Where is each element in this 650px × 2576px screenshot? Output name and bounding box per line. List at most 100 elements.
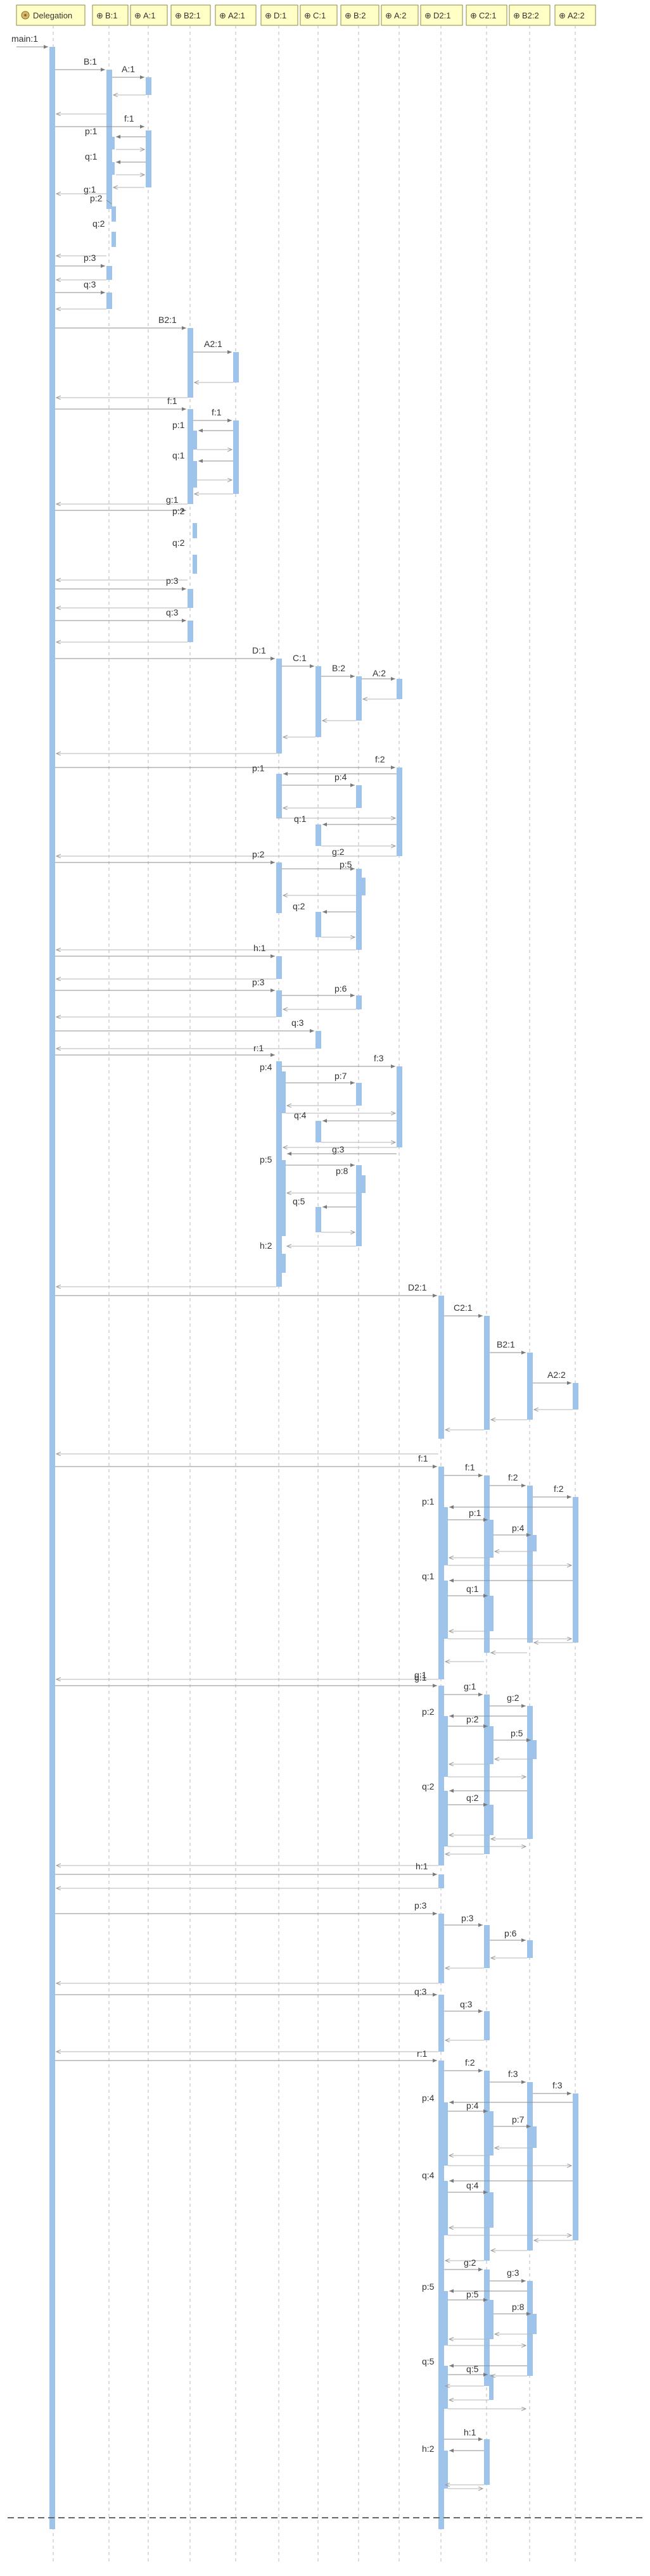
activation-bar (356, 785, 362, 808)
message-label: g:1 (166, 495, 179, 505)
message-label: p:4 (260, 1062, 272, 1072)
message-label: C2:1 (454, 1303, 473, 1313)
activation-bar (110, 137, 115, 149)
message-label: f:3 (552, 2080, 563, 2090)
activation-bar (443, 1716, 448, 1777)
participant-label: A:1 (143, 11, 156, 20)
message-label: r:1 (417, 2049, 428, 2059)
activation-bar (112, 232, 116, 247)
message-label: p:3 (252, 977, 265, 987)
message-label: g:2 (464, 2257, 476, 2268)
participant-header: ⊕ D:1 (260, 4, 298, 26)
activation-bar (489, 2111, 494, 2156)
activation-bar (532, 2314, 537, 2334)
message-label: A2:1 (204, 339, 222, 349)
activation-bar (110, 162, 115, 175)
message-label: A:2 (373, 668, 386, 678)
activation-bar (489, 2192, 494, 2228)
message-label: p:5 (511, 1728, 523, 1738)
message-label: C:1 (293, 653, 307, 663)
activation-bar (484, 2011, 490, 2040)
message-label: f:3 (508, 2069, 518, 2079)
message-label: f:1 (167, 396, 177, 406)
activation-bar (443, 2451, 448, 2489)
message-label: p:4 (466, 2100, 479, 2111)
activation-bar (438, 2061, 444, 2529)
message-label: p:1 (252, 763, 265, 773)
component-icon: ⊕ (513, 11, 520, 20)
message-label: q:2 (92, 218, 105, 229)
activation-bar (276, 1061, 282, 1287)
participant-header: Delegation (16, 4, 86, 26)
message-label: g:1 (464, 1681, 476, 1691)
message-label: p:2 (252, 849, 265, 859)
activation-bar (443, 2181, 448, 2235)
message-label: q:5 (422, 2356, 435, 2366)
message-label: q:3 (166, 607, 179, 617)
message-label: g:2 (332, 847, 345, 857)
message-label: p:8 (512, 2302, 525, 2312)
activation-bar (112, 206, 116, 222)
activation-bar (361, 878, 366, 895)
message-label: q:1 (294, 814, 307, 824)
activation-bar (527, 1486, 533, 1643)
activation-bar (397, 679, 402, 699)
participant-header: ⊕ C2:1 (466, 4, 507, 26)
message-label: r:1 (253, 1043, 264, 1053)
participant-header: ⊕ A:2 (381, 4, 419, 26)
activation-bar (315, 1207, 321, 1232)
message-label: D2:1 (408, 1282, 427, 1292)
message-label: f:1 (212, 407, 222, 417)
message-label: B:2 (332, 663, 345, 673)
message-label: h:1 (464, 2427, 476, 2437)
activation-bar (233, 352, 239, 382)
participant-header: ⊕ A2:1 (215, 4, 257, 26)
participant-label: A2:2 (568, 11, 585, 20)
activation-bar (315, 912, 321, 937)
message-label: q:1 (422, 1571, 435, 1581)
message-arrow (106, 199, 112, 205)
activation-bar (438, 1995, 444, 2052)
message-label: q:4 (422, 2170, 435, 2180)
activation-bar (281, 1160, 286, 1236)
participant-label: B:1 (105, 11, 118, 20)
entry-label: main:1 (11, 34, 38, 44)
activation-bar (361, 1175, 366, 1193)
activation-bar (484, 2270, 490, 2386)
message-label: q:3 (84, 279, 96, 289)
message-label: q:3 (291, 1018, 304, 1028)
message-label: p:3 (84, 253, 96, 263)
component-icon: ⊕ (134, 11, 141, 20)
component-icon: ⊕ (559, 11, 566, 20)
message-label: g:1 (84, 184, 96, 194)
message-label: f:1 (418, 1453, 428, 1463)
component-icon: ⊕ (96, 11, 103, 20)
participant-header: ⊕ D2:1 (420, 4, 463, 26)
activation-bar (193, 523, 197, 538)
component-icon: ⊕ (304, 11, 311, 20)
activation-bar (281, 1254, 286, 1273)
activation-bar (276, 659, 282, 754)
message-label: q:2 (422, 1781, 435, 1791)
activation-bar (527, 2281, 533, 2376)
message-label: p:2 (466, 1714, 479, 1724)
activation-bar (188, 589, 193, 608)
participant-header: ⊕ B:2 (340, 4, 379, 26)
activation-bar (484, 1475, 490, 1653)
activation-bar (106, 266, 112, 280)
message-label: q:5 (466, 2364, 479, 2374)
message-label: p:5 (260, 1154, 272, 1165)
activation-bar (397, 767, 402, 856)
activation-bar (193, 461, 197, 488)
message-label: h:1 (253, 943, 266, 953)
activation-bar (532, 2126, 537, 2148)
participant-header: ⊕ B2:1 (170, 4, 211, 26)
activation-bar (188, 621, 193, 642)
message-label: p:2 (90, 193, 103, 203)
activation-bar (315, 824, 321, 846)
component-icon: ⊕ (265, 11, 272, 20)
message-label: q:2 (466, 1793, 479, 1803)
participant-label: C2:1 (479, 11, 496, 20)
message-label: p:5 (422, 2282, 435, 2292)
message-label: p:4 (335, 772, 347, 782)
